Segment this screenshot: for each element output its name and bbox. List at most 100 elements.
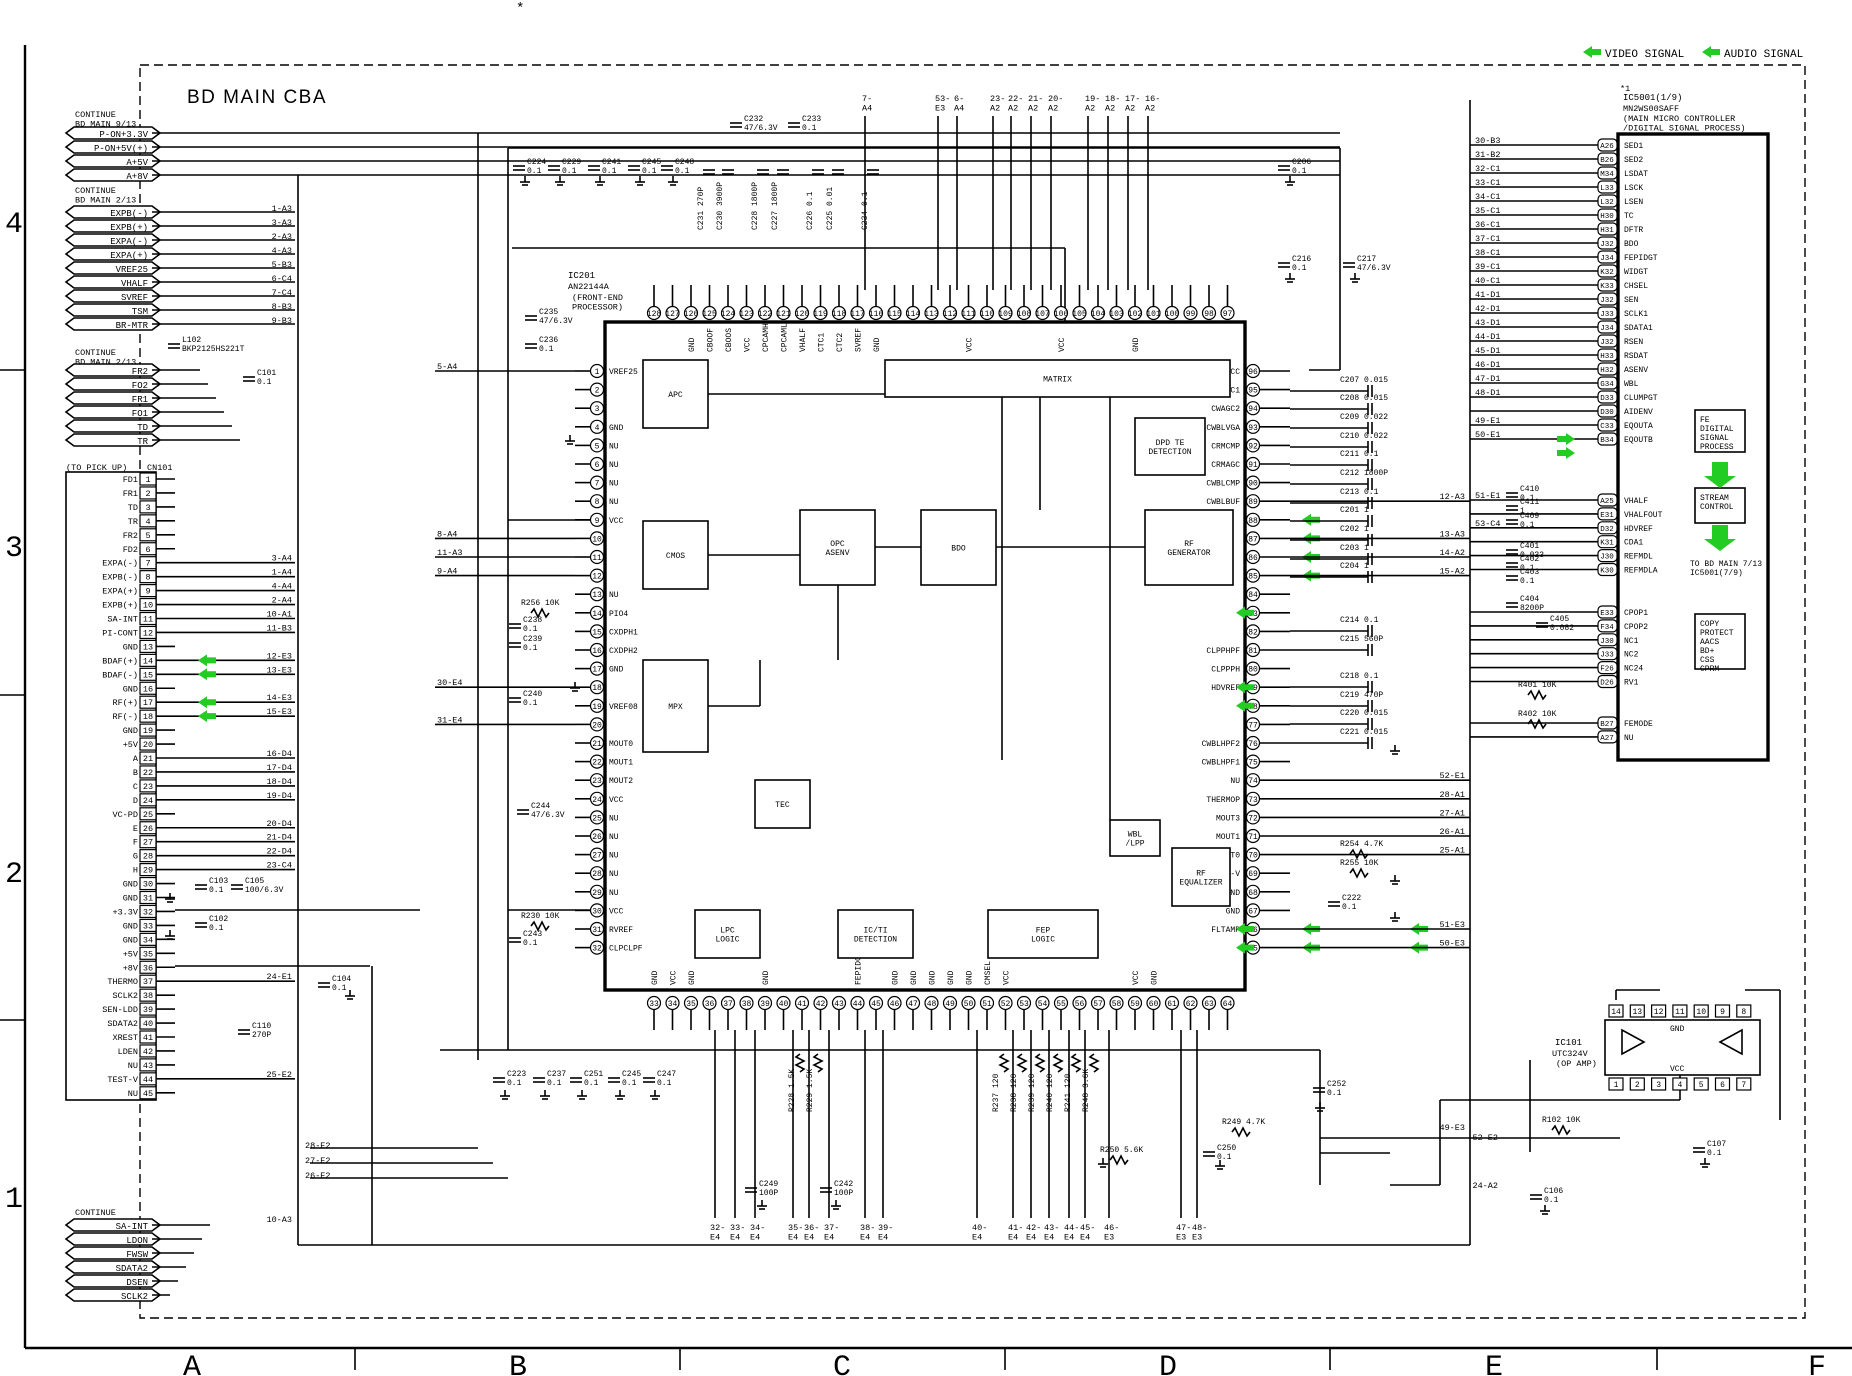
- ic201-pin-name: NU: [609, 442, 619, 451]
- ic201-pin: [905, 995, 921, 1011]
- ic201-pin: [589, 884, 605, 899]
- ic5001-pin-name: REFMDL: [1624, 553, 1653, 562]
- ic5001-pin-name: SED2: [1624, 156, 1643, 165]
- signal-arrow: [198, 668, 216, 681]
- component-label: C231 270P: [697, 187, 706, 230]
- component-label: C249: [759, 1180, 778, 1189]
- ic201-pin-number: 43: [834, 1000, 844, 1009]
- ic201-pin-number: 95: [1248, 387, 1258, 396]
- ic101-pin: [1650, 1077, 1667, 1091]
- ic201-pin-name: VREF25: [609, 368, 638, 377]
- ic201-pin-number: 38: [742, 1000, 752, 1009]
- cn101-pin-name: BDAF(+): [102, 656, 138, 666]
- ic201-pin-name: HDVREF: [1211, 684, 1240, 693]
- cn101-pin-name: D: [133, 796, 138, 806]
- signal-arrow: [1236, 941, 1254, 954]
- cross-ref: 3-A3: [272, 218, 292, 228]
- cn101-pin-name: SEN-LDD: [102, 1005, 138, 1015]
- ic201-pin-name: GND: [609, 666, 624, 675]
- component-label: C203 1: [1340, 544, 1369, 553]
- ic201-pin: [905, 305, 921, 321]
- ic201-pin: [1245, 512, 1261, 527]
- cross-ref: 53-: [935, 94, 950, 104]
- cn101-pin-number: 45: [143, 1089, 153, 1099]
- ic201-pin-number: 101: [1146, 310, 1161, 319]
- component-label: C401: [1520, 542, 1539, 551]
- resistor-icon: [1052, 1053, 1064, 1073]
- ic201-pin-name: VCC: [609, 517, 624, 526]
- ic201-pin: [589, 661, 605, 676]
- component-label: C238: [523, 616, 542, 625]
- ic5001-pin-name: ASENV: [1624, 366, 1648, 375]
- component-label: C107: [1707, 1140, 1726, 1149]
- stream-arrow-icon: [1704, 525, 1736, 551]
- cn101-pin-name: FR1: [123, 489, 138, 499]
- ic201-pin-number: 33: [649, 1000, 659, 1009]
- cn101-pin-name: BDAF(-): [102, 670, 138, 680]
- cross-ref: 13-E3: [266, 665, 292, 675]
- cn101-pin-name: EXPA(-): [102, 559, 138, 569]
- cn101-pin-name: H: [133, 866, 138, 876]
- ic201-pin-number: 113: [924, 310, 939, 319]
- ic201-pin: [831, 305, 847, 321]
- cross-ref: E4: [804, 1233, 814, 1243]
- ic201-pin: [1245, 382, 1261, 397]
- ic201-pin: [1090, 995, 1106, 1011]
- ic201-pin-name: GND: [966, 970, 975, 985]
- ic201-block-label: TEC: [775, 801, 790, 810]
- ic201-pin-number: 51: [982, 1000, 992, 1009]
- cn101-pin-number: 23: [143, 782, 153, 792]
- component-label: 47/6.3V: [744, 124, 778, 133]
- component-label: R240 120: [1046, 1073, 1055, 1112]
- ic201-pin-name: VCC: [609, 907, 624, 916]
- cn101-pin-number: 1: [145, 475, 150, 485]
- ic5001-ball: L33: [1600, 185, 1614, 193]
- ic101-pin-number: 5: [1699, 1081, 1704, 1090]
- ic201-pin-number: 24: [592, 796, 602, 805]
- ic201-pin-number: 92: [1248, 442, 1258, 451]
- cross-ref: 20-D4: [266, 819, 292, 829]
- ic201-pin-name: CRMAGC: [1211, 461, 1240, 470]
- cross-ref: 30-E4: [437, 678, 463, 688]
- cross-ref: A2: [1085, 104, 1095, 114]
- cross-ref: 31-E4: [437, 715, 463, 725]
- ic201-pin: [887, 995, 902, 1011]
- ic201-pin-name: CXDPH1: [609, 628, 638, 637]
- component-label: C219 470P: [1340, 691, 1383, 700]
- ic5001-ball: D33: [1600, 395, 1614, 403]
- signal-arrow: [1236, 699, 1254, 712]
- ic201-pin: [850, 995, 865, 1011]
- ic5001-note: IC5001(7/9): [1690, 569, 1743, 578]
- cross-ref: 5-A4: [437, 362, 457, 372]
- ic201-block-label: MPX: [668, 703, 683, 712]
- component-label: R255 10K: [1340, 859, 1379, 868]
- ic101-part: UTC324V: [1552, 1049, 1589, 1059]
- ic201-pin: [589, 866, 605, 881]
- ic201-pin-number: 28: [592, 870, 602, 879]
- ic201-pin-name: MOUT0: [609, 740, 633, 749]
- cn101-pin-name: RF(+): [112, 698, 138, 708]
- ic5001-pin-name: CPOP2: [1624, 623, 1648, 632]
- ic201-pin: [1201, 305, 1217, 321]
- cn101-pin-number: 15: [143, 670, 153, 680]
- ic201-internal-block: [884, 359, 1231, 398]
- ic201-pin-number: 110: [980, 310, 995, 319]
- ic201-pin-number: 30: [592, 907, 602, 916]
- connector-pin-label: TD: [137, 423, 148, 433]
- ic201-pin: [1245, 847, 1261, 862]
- ic5001-ball: J33: [1600, 652, 1614, 660]
- cross-ref: A2: [1048, 104, 1058, 114]
- component-label: C225 0.01: [826, 187, 835, 230]
- ic201-pin-name: FEPIDGT: [855, 951, 864, 985]
- cn101-pin-number: 2: [145, 489, 150, 499]
- component-label: C208 0.015: [1340, 394, 1388, 403]
- signal-arrow: [198, 710, 216, 723]
- ic201-pin: [1245, 903, 1261, 918]
- resistor-icon: [1349, 867, 1369, 879]
- ic201-pin-number: 21: [592, 740, 602, 749]
- cn101-pin-name: +3.3V: [112, 907, 138, 917]
- ic201-pin-name: CWBLCMP: [1206, 480, 1240, 489]
- ic201-pin-name: CLPPHPF: [1206, 647, 1240, 656]
- ic201-pin: [979, 995, 995, 1011]
